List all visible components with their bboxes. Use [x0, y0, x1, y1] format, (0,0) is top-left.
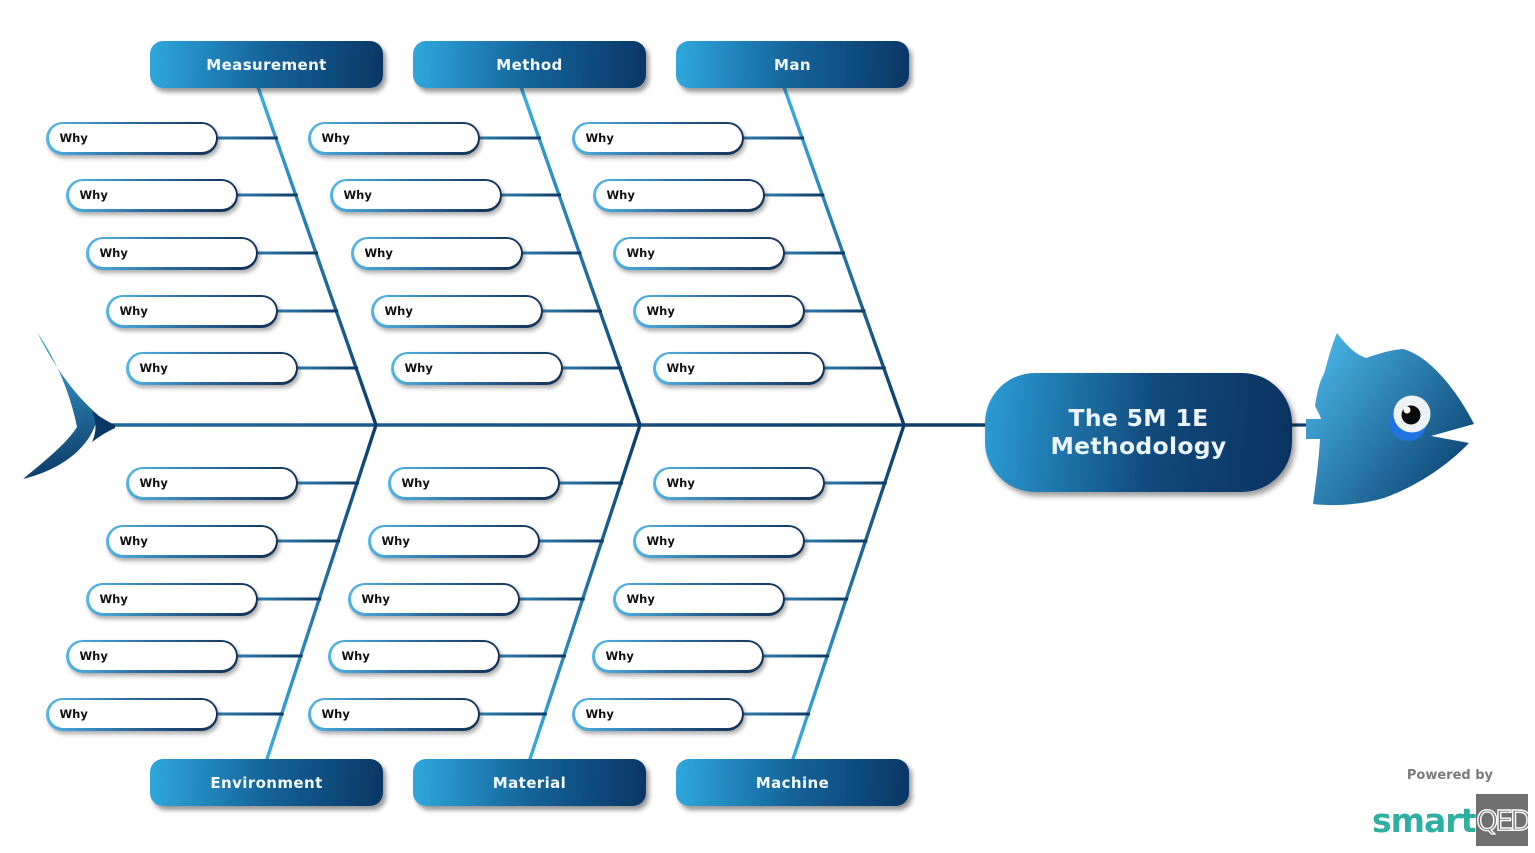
why-box-label: Why [343, 188, 372, 202]
category-label-measurement[interactable]: Measurement [150, 41, 383, 88]
why-box-label: Why [626, 246, 655, 260]
why-box-label: Why [626, 592, 655, 606]
brand-smart-text: smart [1372, 800, 1476, 840]
powered-by-label: Powered by [1406, 768, 1493, 783]
why-box[interactable]: Why [86, 582, 258, 616]
why-box[interactable]: Why [388, 466, 560, 500]
why-box-label: Why [99, 246, 128, 260]
why-box[interactable]: Why [593, 178, 765, 212]
why-box-label: Why [666, 476, 695, 490]
why-box-label: Why [99, 592, 128, 606]
why-box[interactable]: Why [572, 697, 744, 731]
why-box-label: Why [585, 131, 614, 145]
why-box-label: Why [139, 476, 168, 490]
why-box-label: Why [341, 649, 370, 663]
why-box[interactable]: Why [653, 351, 825, 385]
why-box-label: Why [646, 534, 675, 548]
why-box-label: Why [666, 361, 695, 375]
why-box-label: Why [79, 188, 108, 202]
why-box-label: Why [321, 707, 350, 721]
why-box[interactable]: Why [330, 178, 502, 212]
why-box-label: Why [79, 649, 108, 663]
why-box[interactable]: Why [106, 524, 278, 558]
effect-node[interactable]: The 5M 1E Methodology [985, 373, 1292, 492]
why-box-label: Why [404, 361, 433, 375]
fish-head-icon [1306, 333, 1474, 506]
why-box[interactable]: Why [653, 466, 825, 500]
why-box[interactable]: Why [66, 639, 238, 673]
smartqed-logo[interactable]: smart QED [1372, 794, 1532, 846]
category-label-material[interactable]: Material [413, 759, 646, 806]
why-box[interactable]: Why [613, 582, 785, 616]
fish-eye [1389, 395, 1431, 441]
why-box-label: Why [59, 131, 88, 145]
why-box[interactable]: Why [106, 294, 278, 328]
effect-node-line1: The 5M 1E [1068, 403, 1209, 432]
why-box-label: Why [361, 592, 390, 606]
why-box[interactable]: Why [46, 121, 218, 155]
why-box-label: Why [321, 131, 350, 145]
why-box[interactable]: Why [633, 524, 805, 558]
spine-arrow-icon [92, 411, 115, 442]
effect-node-line2: Methodology [1050, 431, 1227, 460]
why-box[interactable]: Why [351, 236, 523, 270]
why-box-label: Why [381, 534, 410, 548]
why-box-label: Why [119, 304, 148, 318]
category-label-method[interactable]: Method [413, 41, 646, 88]
category-label-environment[interactable]: Environment [150, 759, 383, 806]
why-box-label: Why [119, 534, 148, 548]
why-box[interactable]: Why [592, 639, 764, 673]
why-box-label: Why [605, 649, 634, 663]
fish-tail-icon [23, 332, 98, 479]
why-box-label: Why [59, 707, 88, 721]
category-label-machine[interactable]: Machine [676, 759, 909, 806]
why-box[interactable]: Why [308, 697, 480, 731]
why-box[interactable]: Why [371, 294, 543, 328]
category-label-man[interactable]: Man [676, 41, 909, 88]
why-box[interactable]: Why [572, 121, 744, 155]
why-box[interactable]: Why [613, 236, 785, 270]
brand-qed-badge: QED [1476, 794, 1532, 846]
why-box-label: Why [401, 476, 430, 490]
why-box[interactable]: Why [391, 351, 563, 385]
why-box-label: Why [585, 707, 614, 721]
why-box[interactable]: Why [86, 236, 258, 270]
why-box[interactable]: Why [308, 121, 480, 155]
why-box[interactable]: Why [633, 294, 805, 328]
why-box[interactable]: Why [46, 697, 218, 731]
why-box-label: Why [606, 188, 635, 202]
why-box[interactable]: Why [126, 351, 298, 385]
why-box[interactable]: Why [368, 524, 540, 558]
why-box-label: Why [384, 304, 413, 318]
why-box[interactable]: Why [348, 582, 520, 616]
why-box-label: Why [364, 246, 393, 260]
why-box-label: Why [139, 361, 168, 375]
why-box[interactable]: Why [126, 466, 298, 500]
why-box[interactable]: Why [328, 639, 500, 673]
why-box-label: Why [646, 304, 675, 318]
why-box[interactable]: Why [66, 178, 238, 212]
